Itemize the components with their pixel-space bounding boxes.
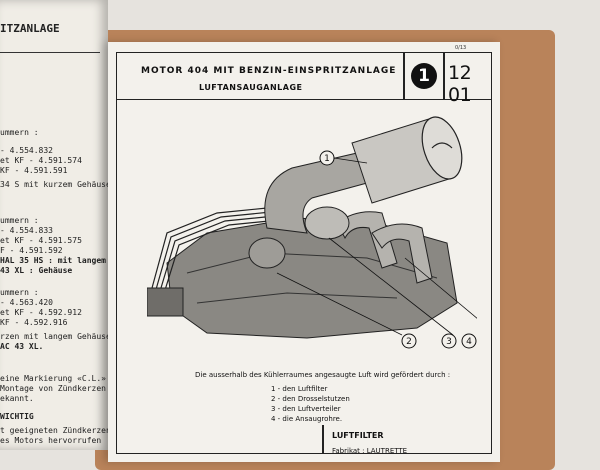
injection-line [157,215,276,299]
left-page-line: F - 4.591.592 [0,246,63,255]
page-marker: 0/13 [455,45,467,51]
callout-3-circle [441,333,457,349]
section-number-badge: 1 [411,63,437,89]
left-page-line: Montage von Zündkerzen [0,384,106,393]
engine-air-intake-illustration: 1 2 3 4 [147,116,477,349]
diagram-caption: Die ausserhalb des Kühlerraumes angesaug… [195,371,451,379]
page-header: MOTOR 404 MIT BENZIN-EINSPRITZANLAGE LUF… [117,53,491,106]
fabrikat-text: Fabrikat : LAUTRETTE [332,447,408,455]
manual-page: MOTOR 404 MIT BENZIN-EINSPRITZANLAGE LUF… [108,42,500,462]
engine-detail-line [196,292,398,304]
left-page-line: eine Markierung «C.L.» [0,374,106,383]
injection-line [154,211,272,294]
left-page-line: es Motors hervorrufen [0,436,102,445]
left-page-line: ummern : [0,128,39,137]
callout-2-label: 2 [406,337,412,347]
callout-1-circle [319,150,335,166]
plenum-shape [304,206,350,240]
page-title: MOTOR 404 MIT BENZIN-EINSPRITZANLAGE [141,66,397,76]
left-page-line: WICHTIG [0,412,34,421]
intake-runner-shape [336,211,398,269]
left-page-line: ekannt. [0,394,34,403]
page-subtitle: LUFTANSAUGANLAGE [199,83,303,92]
callout-4-circle [461,333,477,349]
air-filter-end-cap [421,116,463,180]
left-page-line: - 4.554.832 [0,146,53,155]
throttle-body-shape [248,237,286,269]
callout-leader [276,272,403,336]
left-page-rule [0,52,100,53]
callout-4-label: 4 [466,337,472,347]
callout-3-label: 3 [446,337,452,347]
header-divider [403,53,405,99]
left-page-line: et KF - 4.591.575 [0,236,82,245]
left-page-line: ummern : [0,216,39,225]
left-page-line: - 4.563.420 [0,298,53,307]
parts-list-item: 1 - den Luftfilter [271,385,328,393]
left-page-line: ummern : [0,288,39,297]
injection-line [160,219,280,304]
page-frame: MOTOR 404 MIT BENZIN-EINSPRITZANLAGE LUF… [116,52,492,455]
section-divider [322,425,324,453]
injection-line [151,207,268,289]
callout-2-circle [401,333,417,349]
left-page-line: KF - 4.592.916 [0,318,68,327]
left-page-line: et KF - 4.591.574 [0,156,82,165]
engine-detail-line [186,252,438,279]
left-page-line: 43 XL : Gehäuse [0,266,73,275]
left-page-line: rzen mit langem Gehäuse [0,332,108,341]
left-page-line: 34 S mit kurzem Gehäuse. [0,180,108,189]
page-code: 12 01 [448,62,472,106]
left-page-line: AC 43 XL. [0,342,44,351]
parts-list-item: 3 - den Luftverteiler [271,405,341,413]
left-page-line: - 4.554.833 [0,226,53,235]
callout-1-label: 1 [324,154,330,164]
callout-leader [333,157,368,164]
injection-pump-shape [147,287,184,317]
left-page-line: t geeigneten Zündkerzen [0,426,108,435]
parts-list-item: 2 - den Drosselstutzen [271,395,350,403]
header-divider [443,53,445,99]
air-filter-clip [431,142,453,149]
left-page-line: ITZANLAGE [0,22,60,35]
callout-leader [328,237,454,336]
parts-list-item: 4 - die Ansaugrohre. [271,415,343,423]
left-page-line: KF - 4.591.591 [0,166,68,175]
section-heading-luftfilter: LUFTFILTER [332,431,384,440]
left-page-line: HAL 35 HS : mit langem [0,256,106,265]
left-page-line: et KF - 4.592.912 [0,308,82,317]
callout-leader [404,257,477,319]
